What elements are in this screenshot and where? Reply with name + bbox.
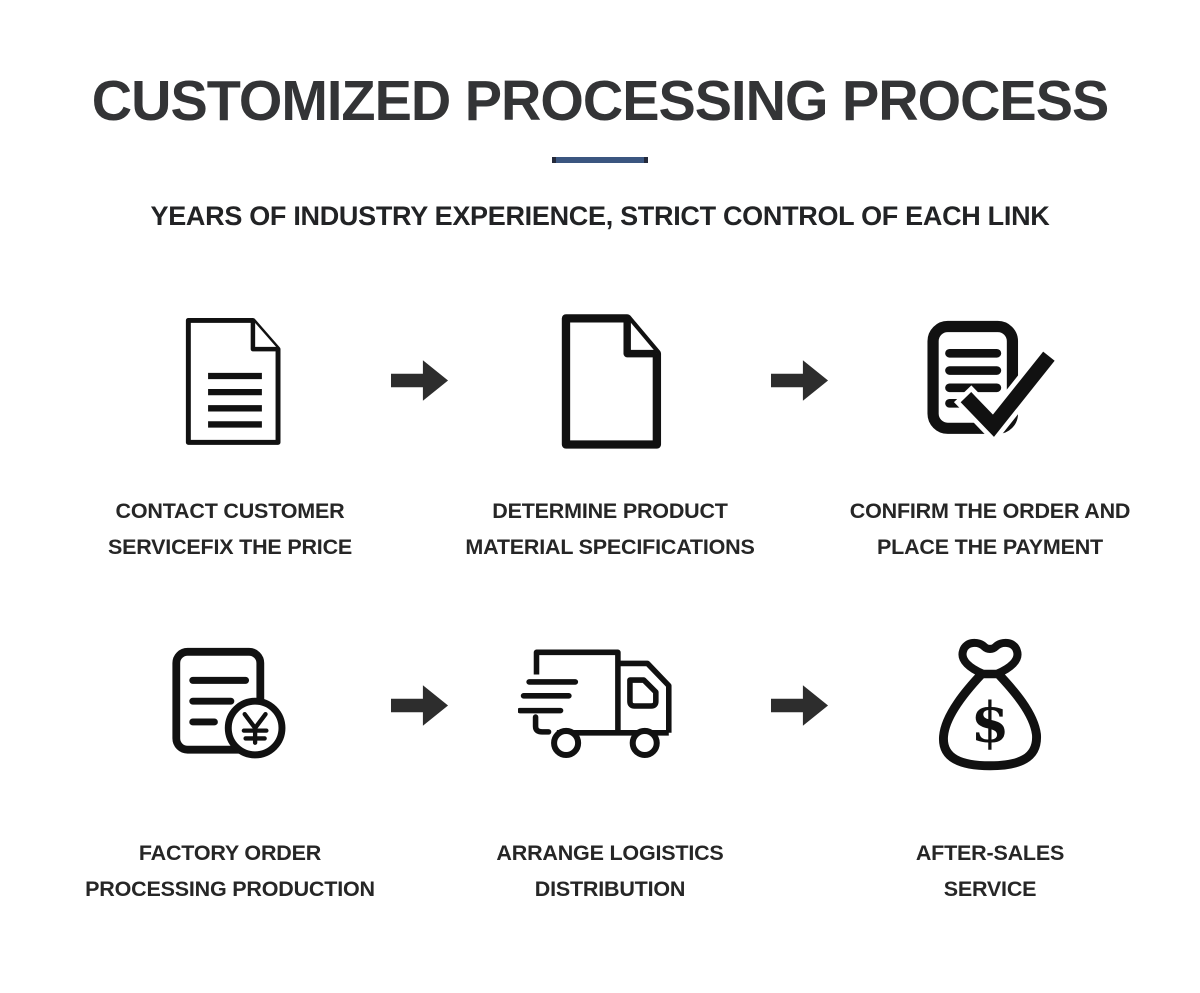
- page-subtitle: YEARS OF INDUSTRY EXPERIENCE, STRICT CON…: [150, 201, 1050, 231]
- document-lines-icon: [185, 317, 280, 445]
- title-divider: [552, 157, 648, 163]
- spacer: [0, 305, 70, 565]
- step-label-line2: DISTRIBUTION: [534, 877, 686, 901]
- step-label-line1: CONFIRM THE ORDER AND: [849, 499, 1131, 523]
- money-bag-icon: $: [939, 638, 1041, 771]
- step-label-line2: PLACE THE PAYMENT: [877, 535, 1103, 559]
- step-icon-slot: [70, 305, 390, 455]
- spacer: [0, 635, 70, 907]
- right-arrow-icon: [391, 359, 449, 401]
- step-label-line2: SERVICEFIX THE PRICE: [107, 535, 353, 559]
- step-label-line1: CONTACT CUSTOMER: [115, 499, 345, 523]
- process-step-2: DETERMINE PRODUCT MATERIAL SPECIFICATION…: [450, 305, 770, 565]
- svg-text:$: $: [971, 691, 1010, 756]
- right-arrow-icon: [771, 359, 829, 401]
- step-label: FACTORY ORDER PROCESSING PRODUCTION: [70, 835, 390, 907]
- step-label-line1: AFTER-SALES: [915, 841, 1065, 865]
- step-icon-slot: [450, 305, 770, 455]
- invoice-yuan-icon: [172, 647, 286, 758]
- arrow-cell: [770, 635, 830, 775]
- step-icon-slot: [830, 305, 1150, 455]
- step-label-line2: SERVICE: [943, 877, 1037, 901]
- step-label: CONFIRM THE ORDER AND PLACE THE PAYMENT: [830, 493, 1150, 565]
- step-label: AFTER-SALES SERVICE: [830, 835, 1150, 907]
- step-label: CONTACT CUSTOMER SERVICEFIX THE PRICE: [70, 493, 390, 565]
- step-label-line2: PROCESSING PRODUCTION: [85, 877, 375, 901]
- step-label-line2: MATERIAL SPECIFICATIONS: [465, 535, 755, 559]
- step-icon-slot: [450, 635, 770, 775]
- step-label-line1: DETERMINE PRODUCT: [492, 499, 728, 523]
- delivery-truck-icon: [517, 649, 672, 758]
- step-label: DETERMINE PRODUCT MATERIAL SPECIFICATION…: [450, 493, 770, 565]
- process-step-1: CONTACT CUSTOMER SERVICEFIX THE PRICE: [70, 305, 390, 565]
- process-step-3: CONFIRM THE ORDER AND PLACE THE PAYMENT: [830, 305, 1150, 565]
- document-blank-icon: [561, 313, 661, 449]
- order-check-icon: [927, 320, 1059, 444]
- right-arrow-icon: [771, 684, 829, 726]
- process-step-6: $ AFTER-SALES SERVICE: [830, 635, 1150, 907]
- process-row-2: FACTORY ORDER PROCESSING PRODUCTION: [0, 635, 1200, 907]
- right-arrow-icon: [391, 684, 449, 726]
- step-label: ARRANGE LOGISTICS DISTRIBUTION: [450, 835, 770, 907]
- arrow-cell: [390, 635, 450, 775]
- arrow-cell: [390, 305, 450, 455]
- spacer: [1150, 635, 1200, 907]
- arrow-cell: [770, 305, 830, 455]
- page-title: CUSTOMIZED PROCESSING PROCESS: [91, 69, 1110, 133]
- process-step-4: FACTORY ORDER PROCESSING PRODUCTION: [70, 635, 390, 907]
- step-label-line1: ARRANGE LOGISTICS: [496, 841, 724, 865]
- step-label-line1: FACTORY ORDER: [138, 841, 322, 865]
- spacer: [1150, 305, 1200, 565]
- process-row-1: CONTACT CUSTOMER SERVICEFIX THE PRICE DE…: [0, 305, 1200, 565]
- process-step-5: ARRANGE LOGISTICS DISTRIBUTION: [450, 635, 770, 907]
- step-icon-slot: [70, 635, 390, 775]
- step-icon-slot: $: [830, 635, 1150, 775]
